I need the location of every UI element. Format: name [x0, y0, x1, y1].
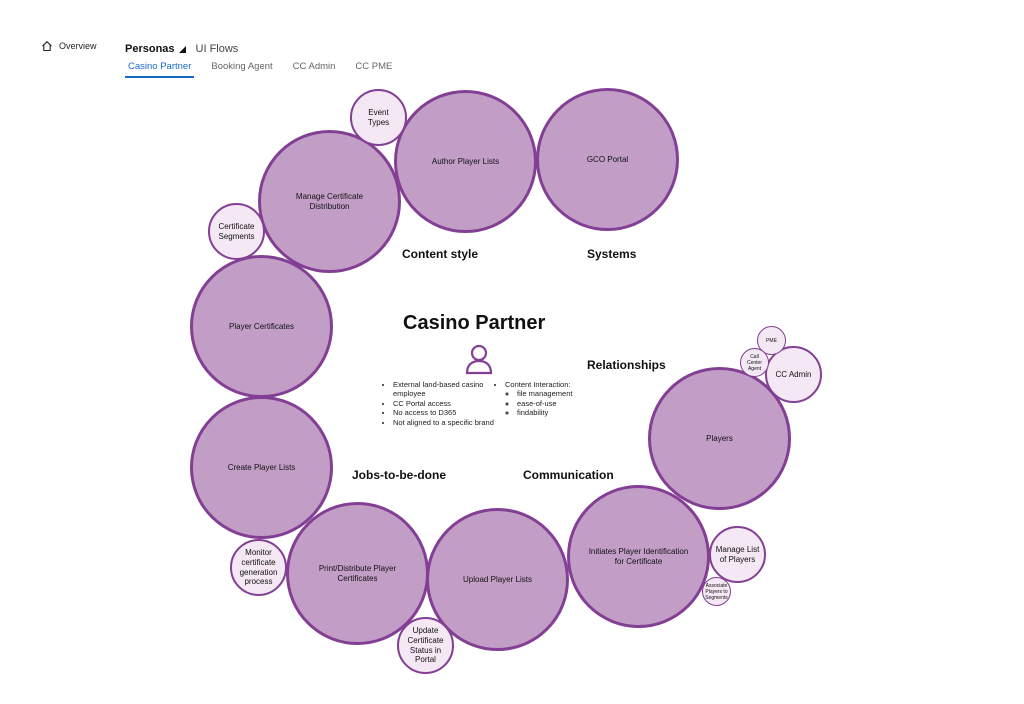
tab-casino-partner[interactable]: Casino Partner	[125, 60, 195, 78]
persona-tabs: Casino Partner Booking Agent CC Admin CC…	[125, 60, 409, 78]
bubble-create-player-lists: Create Player Lists	[190, 396, 333, 539]
content-interaction-header: Content Interaction: file management eas…	[505, 380, 605, 418]
bubble-event-types: Event Types	[350, 89, 407, 146]
nav-personas-label: Personas	[125, 43, 175, 55]
top-nav: Personas UI Flows	[125, 43, 238, 55]
dropdown-triangle-icon	[178, 45, 186, 53]
content-interaction-item: file management	[517, 389, 605, 398]
content-interaction-item: ease-of-use	[517, 399, 605, 408]
nav-overview[interactable]: Overview	[41, 40, 97, 52]
bubble-author-player-lists: Author Player Lists	[394, 90, 537, 233]
tab-booking-agent[interactable]: Booking Agent	[211, 61, 273, 72]
bubble-print-distribute-certificates: Print/Distribute Player Certificates	[286, 502, 429, 645]
bubble-manage-certificate-distribution: Manage Certificate Distribution	[258, 130, 401, 273]
tab-cc-admin[interactable]: CC Admin	[292, 61, 336, 72]
bubble-update-certificate-status: Update Certificate Status in Portal	[397, 617, 454, 674]
person-icon	[465, 344, 493, 375]
home-icon	[42, 41, 52, 52]
persona-attributes-list: External land-based casino employee CC P…	[383, 380, 503, 427]
bubble-associate-players-segments: Associate Players to Segments	[702, 577, 731, 606]
nav-ui-flows[interactable]: UI Flows	[195, 43, 239, 55]
bubble-manage-list-of-players: Manage List of Players	[709, 526, 766, 583]
content-interaction-list: Content Interaction: file management eas…	[495, 380, 605, 418]
bubble-monitor-certificate: Monitor certificate generation process	[230, 539, 287, 596]
bubble-gco-portal: GCO Portal	[536, 88, 679, 231]
persona-attribute: No access to D365	[393, 408, 503, 417]
bubble-player-certificates: Player Certificates	[190, 255, 333, 398]
persona-attribute: Not aligned to a specific brand	[393, 418, 503, 427]
label-relationships: Relationships	[587, 358, 666, 372]
bubble-players: Players	[648, 367, 791, 510]
nav-personas[interactable]: Personas	[125, 43, 186, 55]
bubble-call-center-agent: Call Center Agent	[740, 348, 769, 377]
label-content-style: Content style	[402, 247, 479, 261]
label-systems: Systems	[587, 247, 637, 261]
label-jobs-to-be-done: Jobs-to-be-done	[352, 468, 446, 482]
bubble-certificate-segments: Certificate Segments	[208, 203, 265, 260]
bubble-initiates-player-identification: Initiates Player Identification for Cert…	[567, 485, 710, 628]
bubble-cc-admin: CC Admin	[765, 346, 822, 403]
content-interaction-item: findability	[517, 408, 605, 417]
nav-overview-label: Overview	[59, 41, 97, 51]
tab-cc-pme[interactable]: CC PME	[355, 61, 393, 72]
bubble-upload-player-lists: Upload Player Lists	[426, 508, 569, 651]
label-communication: Communication	[523, 468, 614, 482]
persona-attribute: External land-based casino employee	[393, 380, 503, 399]
persona-attribute: CC Portal access	[393, 399, 503, 408]
persona-title: Casino Partner	[403, 312, 546, 334]
